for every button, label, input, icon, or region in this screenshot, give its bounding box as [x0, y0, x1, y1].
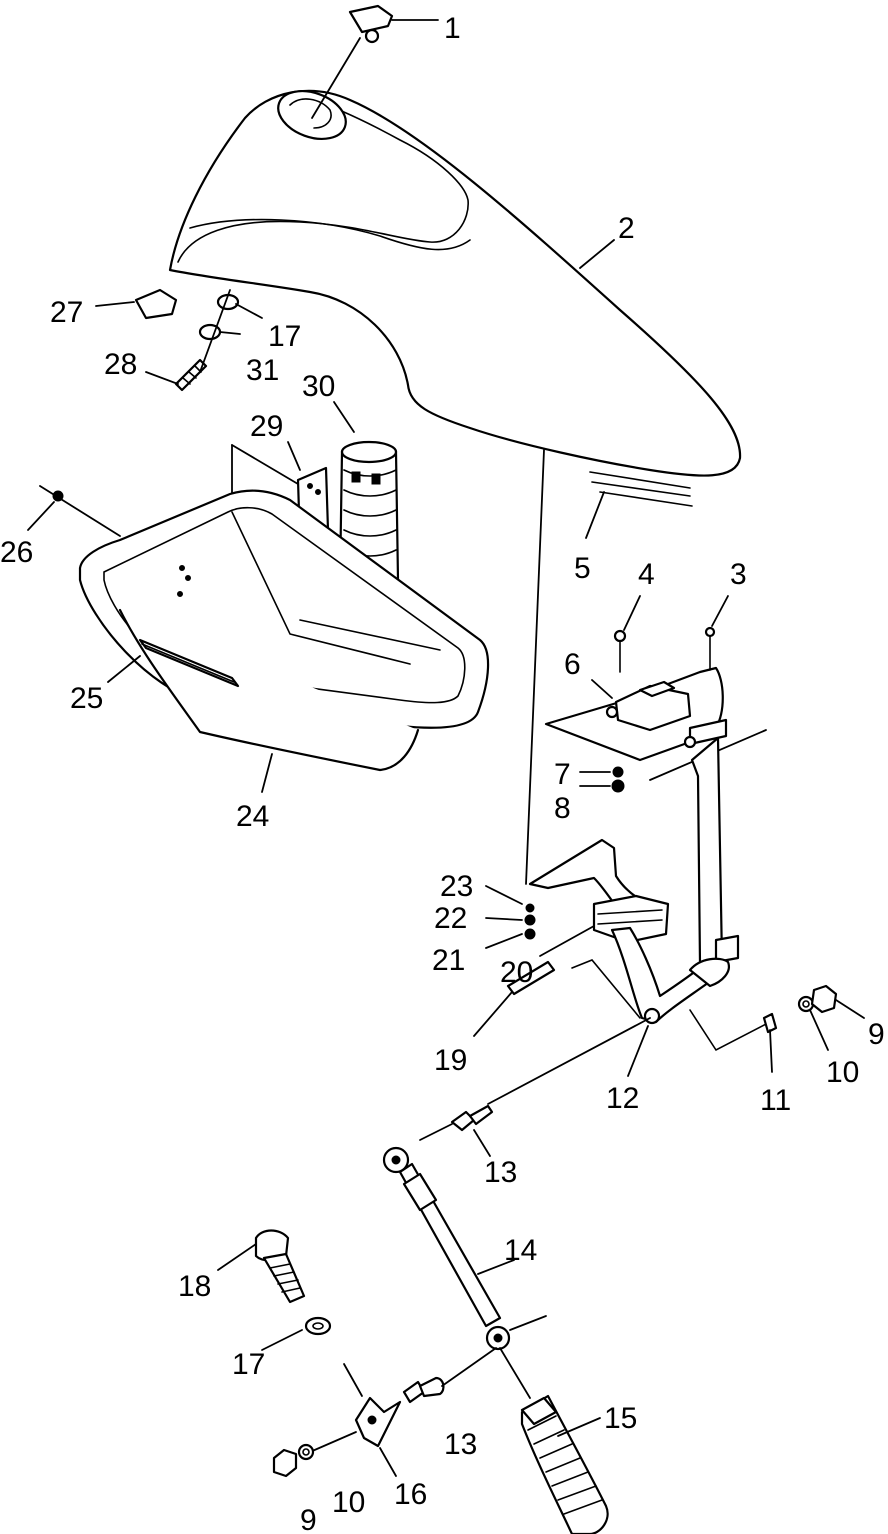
tray-pin: [39, 485, 121, 537]
callout-2: 2: [618, 212, 635, 245]
callout-7: 7: [554, 758, 571, 791]
callout-9-left: 9: [300, 1504, 317, 1534]
callout-20: 20: [500, 956, 533, 989]
callout-12: 12: [606, 1082, 639, 1115]
callout-4: 4: [638, 558, 655, 591]
callout-10-right: 10: [826, 1056, 859, 1089]
callout-13-upper: 13: [484, 1156, 517, 1189]
hood-cover: [168, 89, 742, 507]
callout-17-upper: 17: [268, 320, 301, 353]
callout-30: 30: [302, 370, 335, 403]
callout-15: 15: [604, 1402, 637, 1435]
upper-ball-joint: [419, 1017, 651, 1141]
bellows-boot: [499, 1347, 609, 1534]
callout-labels: 1 2 3 4 5 6 7 8 9 9 10 10 11 12 13 13 14…: [0, 12, 885, 1534]
callout-6: 6: [564, 648, 581, 681]
callout-10-left: 10: [332, 1486, 365, 1519]
tray-side-strip: [138, 638, 240, 688]
strut: [382, 1146, 547, 1351]
callout-14: 14: [504, 1234, 537, 1267]
callout-21: 21: [432, 944, 465, 977]
callout-8: 8: [554, 792, 571, 825]
lower-bolt: [254, 1229, 332, 1336]
callout-5: 5: [574, 552, 591, 585]
callout-3: 3: [730, 558, 747, 591]
callout-26: 26: [0, 536, 33, 569]
storage-tray: [78, 489, 490, 772]
callout-19: 19: [434, 1044, 467, 1077]
callout-29: 29: [250, 410, 283, 443]
pedal-assembly: [524, 838, 771, 1052]
callout-25: 25: [70, 682, 103, 715]
callout-28: 28: [104, 348, 137, 381]
hood-fasteners: [134, 288, 240, 392]
callout-22: 22: [434, 902, 467, 935]
callout-17-lower: 17: [232, 1348, 265, 1381]
lower-bracket: [272, 1347, 497, 1478]
callout-27: 27: [50, 296, 83, 329]
callout-9-right: 9: [868, 1018, 885, 1051]
callout-11: 11: [760, 1084, 791, 1117]
callout-1: 1: [444, 12, 461, 45]
right-fasteners: [762, 984, 838, 1073]
callout-23: 23: [440, 870, 473, 903]
steering-bracket: [544, 626, 767, 793]
callout-13-lower: 13: [444, 1428, 477, 1461]
callout-24: 24: [236, 800, 269, 833]
callout-18: 18: [178, 1270, 211, 1303]
callout-leaders: [27, 19, 865, 1477]
latch-clip: [311, 4, 394, 119]
callout-31: 31: [246, 354, 279, 387]
callout-16: 16: [394, 1478, 427, 1511]
